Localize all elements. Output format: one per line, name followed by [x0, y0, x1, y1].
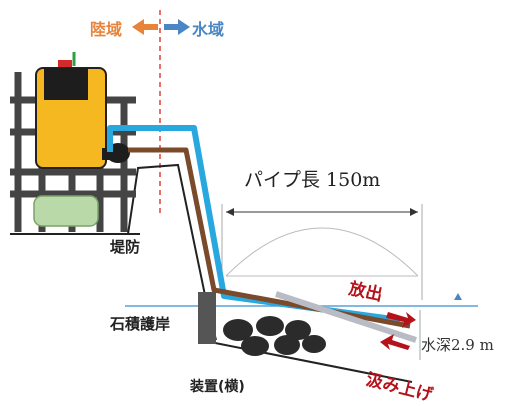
water-direction-arrow	[164, 19, 190, 35]
seabed-line	[199, 339, 413, 383]
water-depth-label: 水深2.9 m	[421, 336, 494, 354]
intake-flow-arrow	[380, 334, 410, 350]
stone-revetment-label: 石積護岸	[110, 315, 171, 333]
revetment-block	[198, 292, 216, 344]
device-base-tank	[33, 195, 99, 227]
revetment-stones	[223, 316, 326, 356]
figure-caption: 装置(横)	[190, 379, 245, 395]
device-top-box	[44, 68, 88, 100]
pipe-arc-outline	[225, 227, 419, 277]
pipe-length-arrow-left	[226, 208, 234, 216]
water-area-label: 水域	[192, 20, 225, 39]
device-red-bar	[58, 60, 72, 67]
embankment-label: 堤防	[110, 238, 141, 256]
water-level-marker	[454, 293, 462, 300]
land-direction-arrow	[132, 19, 158, 35]
pipe-length-label: パイプ長 150m	[244, 169, 381, 191]
pipe-length-arrow-right	[410, 208, 418, 216]
land-area-label: 陸域	[90, 20, 123, 39]
pump-outlet	[102, 148, 112, 160]
discharge-flow-arrow	[386, 312, 416, 328]
gray-intake-pipe	[275, 291, 417, 343]
